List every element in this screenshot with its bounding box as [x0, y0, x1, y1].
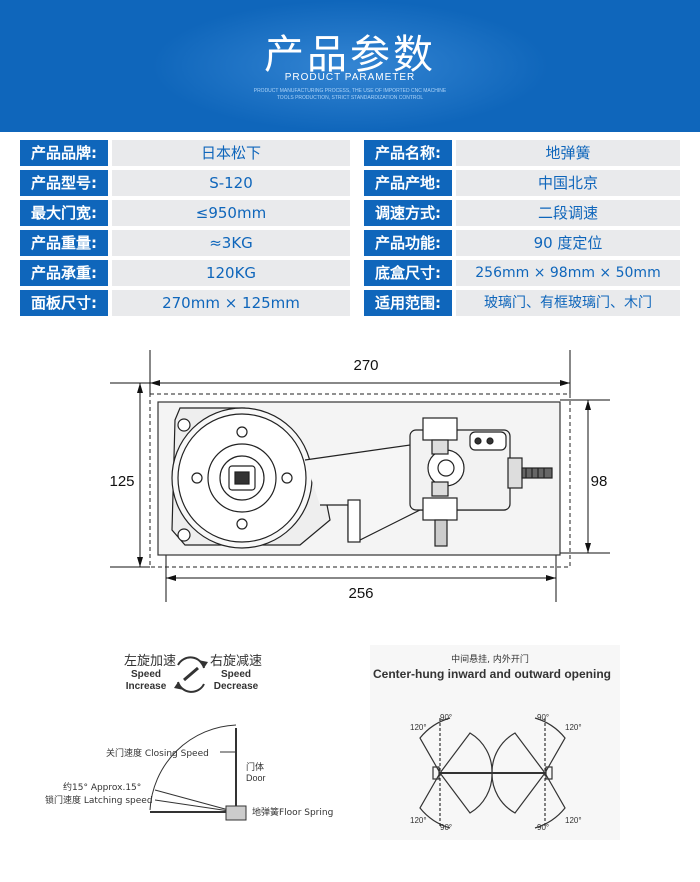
- param-label: 产品重量:: [20, 230, 108, 256]
- dim-label-bottom: 256: [348, 585, 373, 602]
- opening-diagram: 中间悬挂, 内外开门 Center-hung inward and outwar…: [370, 645, 620, 840]
- param-label: 产品功能:: [364, 230, 452, 256]
- door-lines: [149, 724, 247, 821]
- angle-120-tl: 120°: [410, 723, 427, 732]
- dim-label-top: 270: [353, 357, 378, 374]
- param-value: 日本松下: [112, 140, 350, 166]
- opening-title-cn: 中间悬挂, 内外开门: [451, 653, 529, 665]
- angle-90-br: 90°: [537, 823, 549, 832]
- angle-90-bl: 90°: [440, 823, 452, 832]
- param-value: 二段调速: [456, 200, 680, 226]
- header-tagline-line2: TOOLS PRODUCTION, STRICT STANDARDIZATION…: [276, 95, 424, 101]
- header-glow: [150, 0, 550, 132]
- dim-label-left: 125: [109, 473, 134, 490]
- angle-90-tl: 90°: [440, 713, 452, 722]
- param-label: 面板尺寸:: [20, 290, 108, 316]
- param-value: S-120: [112, 170, 350, 196]
- opening-title-en: Center-hung inward and outward opening: [373, 667, 611, 681]
- header-banner: 产品参数 PRODUCT PARAMETER PRODUCT MANUFACTU…: [0, 0, 700, 132]
- latching-speed-label: 锁门速度 Latching speed: [45, 794, 153, 806]
- param-label: 产品型号:: [20, 170, 108, 196]
- param-value: 120KG: [112, 260, 350, 286]
- speed-right-en1: Speed: [221, 669, 251, 680]
- param-label: 适用范围:: [364, 290, 452, 316]
- door-closing-diagram: 关门速度 Closing Speed 约15° Approx.15° 锁门速度 …: [45, 724, 333, 821]
- mechanism-body: [171, 407, 553, 549]
- header-tagline-line1: PRODUCT MANUFACTURING PROCESS, THE USE O…: [253, 88, 447, 94]
- opening-arcs: [419, 717, 566, 829]
- param-value: ≈3KG: [112, 230, 350, 256]
- speed-right-en2: Decrease: [214, 681, 259, 692]
- angle-120-br: 120°: [565, 816, 582, 825]
- floor-spring-label: 地弹簧Floor Spring: [252, 806, 333, 818]
- param-value: 中国北京: [456, 170, 680, 196]
- param-value: 玻璃门、有框玻璃门、木门: [456, 290, 680, 316]
- speed-left-en2: Increase: [126, 681, 167, 692]
- speed-left-cn: 左旋加速: [124, 654, 176, 669]
- dim-label-right: 98: [591, 473, 608, 490]
- panel-outline: [149, 393, 571, 568]
- page-subtitle: PRODUCT PARAMETER: [284, 72, 416, 83]
- param-label: 产品名称:: [364, 140, 452, 166]
- door-cn-label: 门体: [246, 761, 264, 773]
- opening-bg: [370, 645, 620, 840]
- page-title: 产品参数: [264, 32, 436, 78]
- param-label: 调速方式:: [364, 200, 452, 226]
- param-label: 最大门宽:: [20, 200, 108, 226]
- angle-120-tr: 120°: [565, 723, 582, 732]
- param-value: 270mm × 125mm: [112, 290, 350, 316]
- param-value: 90 度定位: [456, 230, 680, 256]
- approx-label: 约15° Approx.15°: [63, 781, 141, 793]
- angle-90-tr: 90°: [537, 713, 549, 722]
- door-en-label: Door: [246, 773, 266, 783]
- param-label: 产品承重:: [20, 260, 108, 286]
- param-value: 256mm × 98mm × 50mm: [456, 260, 680, 286]
- param-label: 底盒尺寸:: [364, 260, 452, 286]
- param-label: 产品品牌:: [20, 140, 108, 166]
- param-value: 地弹簧: [456, 140, 680, 166]
- dimension-lines: [110, 350, 610, 602]
- closing-speed-label: 关门速度 Closing Speed: [106, 747, 209, 759]
- param-label: 产品产地:: [364, 170, 452, 196]
- arrowheads: [137, 380, 591, 581]
- header-tagline: PRODUCT MANUFACTURING PROCESS, THE USE O…: [230, 88, 470, 102]
- speed-right-cn: 右旋减速: [210, 654, 262, 669]
- angle-120-bl: 120°: [410, 816, 427, 825]
- param-value: ≤950mm: [112, 200, 350, 226]
- speed-left-en1: Speed: [131, 669, 161, 680]
- speed-adjust-diagram: 左旋加速 Speed Increase 右旋减速 Speed Decrease: [124, 654, 262, 693]
